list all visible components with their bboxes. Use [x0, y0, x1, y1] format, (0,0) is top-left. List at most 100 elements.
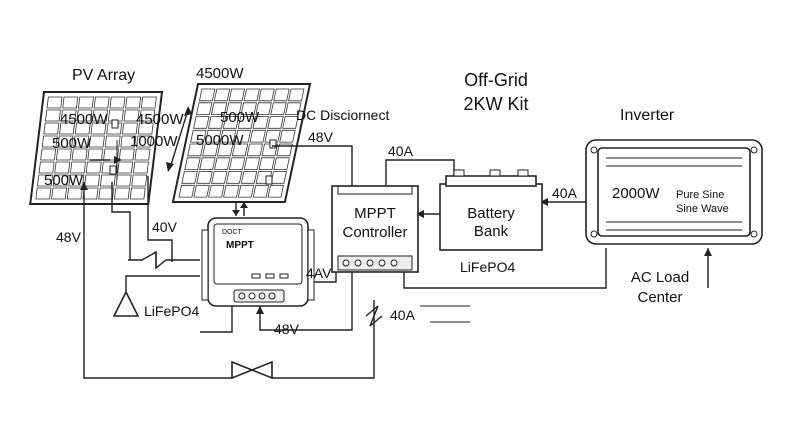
mppt-terminal-4 — [378, 259, 386, 267]
solar-cell — [66, 187, 83, 200]
panel2-top-label: 4500W — [196, 65, 244, 82]
inverter-desc2: Sine Wave — [676, 203, 729, 215]
wire-panel1-down — [111, 182, 131, 260]
inverter-rating: 2000W — [612, 185, 660, 202]
solar-cell — [273, 88, 290, 102]
solar-cell — [276, 143, 293, 157]
solar-cell — [285, 102, 302, 115]
solar-cell — [243, 157, 261, 171]
arrow-diagonal — [169, 109, 189, 169]
solar-cell — [139, 109, 156, 122]
arrow-left-panel — [114, 156, 122, 164]
solar-cell — [270, 171, 287, 184]
title-line2: 2KW Kit — [463, 94, 528, 114]
arrow-ctrl-battery — [416, 210, 424, 218]
solar-cell — [258, 157, 275, 171]
solar-cell — [207, 116, 225, 129]
solar-cell — [222, 116, 240, 129]
solar-cell — [258, 88, 275, 102]
solar-cell — [99, 174, 116, 187]
wire-mppt-bottom-left — [200, 306, 233, 333]
solar-cell — [187, 143, 204, 157]
panel2-rating-4: 5000W — [196, 132, 244, 149]
small-mppt-fin-left — [201, 229, 209, 301]
solar-cell — [181, 171, 198, 184]
solar-cell — [202, 143, 219, 157]
small-mppt-terminal-2 — [248, 292, 256, 300]
arrow-up-48v — [80, 182, 88, 190]
solar-cell — [93, 96, 110, 109]
solar-cell — [131, 174, 148, 187]
mppt-controller-unit: MPPT Controller — [331, 185, 419, 273]
warning-triangle — [112, 290, 140, 317]
solar-cell — [121, 122, 138, 135]
panel1-rating-3: 500W — [44, 172, 84, 189]
wire-48v-loop-right — [272, 300, 375, 379]
solar-cell — [214, 157, 231, 171]
inverter-label: Inverter — [620, 107, 675, 124]
solar-cell — [92, 109, 109, 122]
ac-load-line2: Center — [637, 289, 682, 306]
solar-cell — [51, 187, 68, 200]
solar-cell — [37, 174, 53, 187]
panel-1-clip-top — [111, 119, 119, 129]
battery-bank-unit: Battery Bank — [439, 169, 543, 251]
solar-cell — [216, 143, 234, 157]
solar-cell — [38, 161, 55, 174]
battery-case — [439, 183, 543, 251]
solar-cell — [282, 116, 299, 129]
solar-cell — [104, 135, 121, 148]
small-mppt-label: MPPT — [226, 240, 254, 251]
solar-cell — [213, 88, 231, 102]
solar-cell — [199, 157, 216, 171]
wire-triangle — [125, 275, 200, 292]
small-mppt-terminal-3 — [258, 292, 266, 300]
wire-label-48v-left: 48V — [56, 229, 82, 245]
solar-cell — [43, 122, 60, 135]
solar-cell — [226, 171, 243, 184]
mppt-terminal-5 — [390, 259, 398, 267]
inverter-inner-panel — [597, 147, 751, 237]
solar-cell — [252, 116, 269, 129]
solar-cell — [88, 135, 105, 148]
solar-cell — [109, 96, 126, 109]
solar-cell — [270, 102, 287, 115]
small-mppt-led-3 — [279, 273, 289, 279]
solar-cell — [62, 96, 79, 109]
solar-cell — [73, 135, 90, 148]
mppt-terminal-2 — [354, 259, 362, 267]
solar-cell — [196, 102, 213, 115]
wire-label-lifepo4-left: LiFePO4 — [144, 303, 199, 319]
inverter-screw-2 — [750, 146, 758, 154]
solar-cell — [237, 184, 255, 198]
panel-2-clip-top — [269, 139, 277, 149]
solar-cell — [208, 184, 225, 198]
small-mppt-face — [213, 223, 303, 285]
small-mppt-unit: DOCT MPPT — [201, 217, 315, 307]
solar-panel-2 — [171, 83, 312, 203]
fuse-zigzag — [365, 305, 383, 327]
wire-48v-bottom — [259, 272, 353, 331]
solar-cell — [136, 135, 153, 148]
panel-1-clip-bottom — [109, 165, 117, 175]
solar-cell — [279, 129, 296, 143]
panel1-rating-1: 4500W — [60, 111, 108, 128]
solar-cell — [234, 129, 252, 143]
battery-terminal-3 — [517, 169, 529, 177]
solar-cell — [231, 143, 249, 157]
solar-cell — [134, 148, 151, 161]
solar-cell — [210, 102, 228, 115]
arrow-up-48v-bottom — [256, 306, 264, 314]
inverter-unit: 2000W Pure Sine Sine Wave — [585, 139, 763, 245]
solar-panel-1 — [29, 91, 164, 205]
solar-cell — [196, 171, 213, 184]
small-mppt-brand: DOCT — [222, 229, 243, 236]
solar-cell — [223, 184, 240, 198]
solar-cell — [205, 129, 222, 143]
panel-2-clip-bottom — [265, 175, 273, 185]
solar-cell — [74, 122, 91, 135]
solar-cell — [71, 148, 88, 161]
solar-cell — [123, 109, 140, 122]
